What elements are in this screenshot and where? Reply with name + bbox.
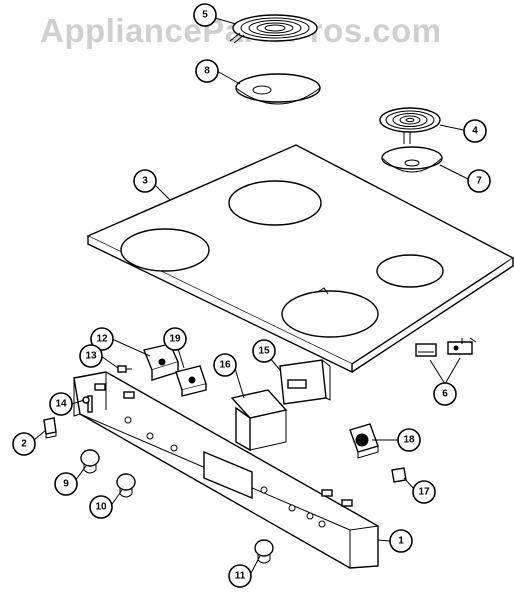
- svg-text:11: 11: [235, 571, 246, 582]
- callout-6: 6: [433, 382, 457, 406]
- control-knob-2: [116, 473, 136, 498]
- control-knob-1: [80, 449, 100, 474]
- callout-18: 18: [397, 428, 421, 452]
- callout-14: 14: [49, 392, 73, 416]
- svg-text:10: 10: [95, 502, 107, 513]
- svg-text:15: 15: [258, 346, 270, 357]
- infinite-switch-right: [175, 365, 207, 397]
- surface-element-large: [229, 14, 318, 44]
- svg-text:1: 1: [398, 536, 404, 547]
- callout-19: 19: [163, 327, 187, 351]
- svg-text:18: 18: [403, 435, 415, 446]
- timer-bracket: [230, 389, 288, 452]
- svg-text:17: 17: [418, 487, 430, 498]
- rocker-switch: [43, 417, 57, 439]
- callout-10: 10: [89, 495, 113, 519]
- callout-11: 11: [228, 564, 252, 588]
- screw: [117, 365, 132, 373]
- svg-text:14: 14: [55, 399, 67, 410]
- svg-text:12: 12: [96, 334, 108, 345]
- callout-4: 4: [463, 119, 487, 143]
- svg-text:2: 2: [21, 439, 27, 450]
- callout-3: 3: [133, 169, 157, 193]
- svg-text:7: 7: [476, 176, 482, 187]
- callout-17: 17: [412, 480, 436, 504]
- selector-switch: [349, 423, 379, 459]
- callout-9: 9: [54, 472, 78, 496]
- svg-text:19: 19: [169, 334, 181, 345]
- drip-bowl-small: [381, 146, 443, 173]
- callout-12: 12: [90, 327, 114, 351]
- svg-text:5: 5: [202, 10, 208, 21]
- callout-8: 8: [195, 59, 219, 83]
- svg-text:9: 9: [63, 479, 69, 490]
- infinite-switch-left: [143, 343, 179, 381]
- drip-bowl-large: [235, 73, 321, 105]
- svg-text:16: 16: [219, 360, 231, 371]
- callout-7: 7: [467, 169, 491, 193]
- svg-text:8: 8: [204, 66, 210, 77]
- callout-15: 15: [252, 339, 276, 363]
- callout-13: 13: [79, 344, 103, 368]
- leader-lines: [33, 17, 471, 576]
- svg-text:3: 3: [142, 176, 148, 187]
- svg-text:6: 6: [442, 389, 448, 400]
- selector-knob: [391, 467, 407, 483]
- terminal-kit: [415, 337, 477, 357]
- clock-timer: [279, 359, 331, 405]
- svg-text:13: 13: [85, 351, 97, 362]
- callout-2: 2: [12, 432, 36, 456]
- callout-16: 16: [213, 353, 237, 377]
- svg-text:4: 4: [472, 126, 478, 137]
- control-panel: [73, 371, 379, 569]
- surface-element-small: [379, 107, 441, 144]
- callout-1: 1: [389, 529, 413, 553]
- cooktop-panel: [86, 144, 514, 374]
- callout-5: 5: [193, 3, 217, 27]
